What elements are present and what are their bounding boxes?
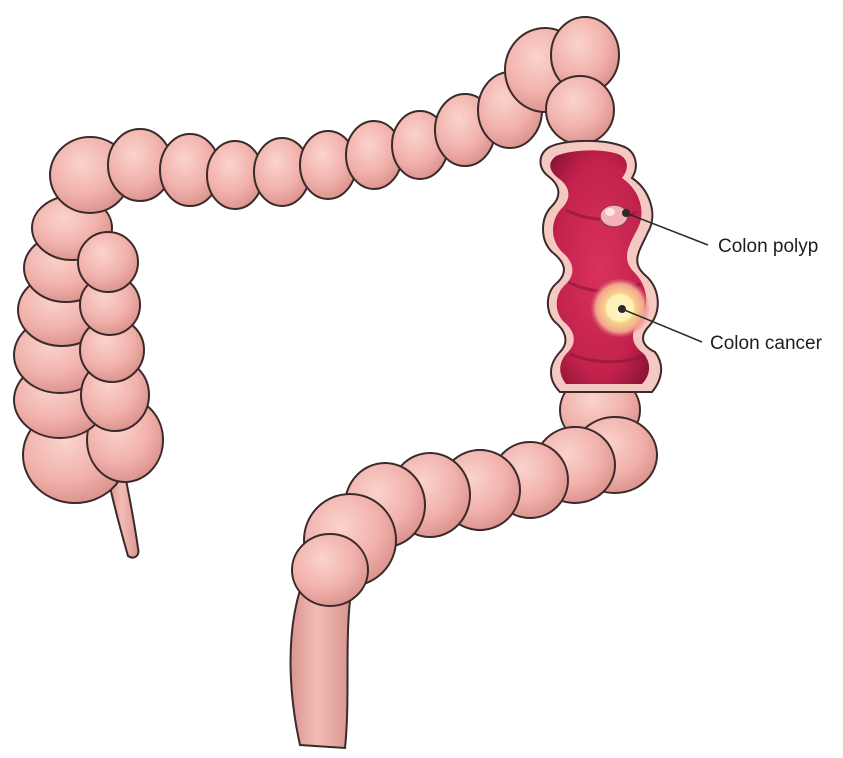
tumor-marker — [590, 278, 650, 338]
rectum — [291, 590, 350, 748]
colon-cancer-label: Colon cancer — [710, 333, 822, 355]
colon-polyp-label: Colon polyp — [718, 236, 818, 258]
cutaway-lumen — [541, 141, 662, 392]
colon-segment — [78, 232, 138, 292]
appendix — [108, 478, 138, 558]
colon-segment — [546, 76, 614, 144]
colon-segment — [292, 534, 368, 606]
